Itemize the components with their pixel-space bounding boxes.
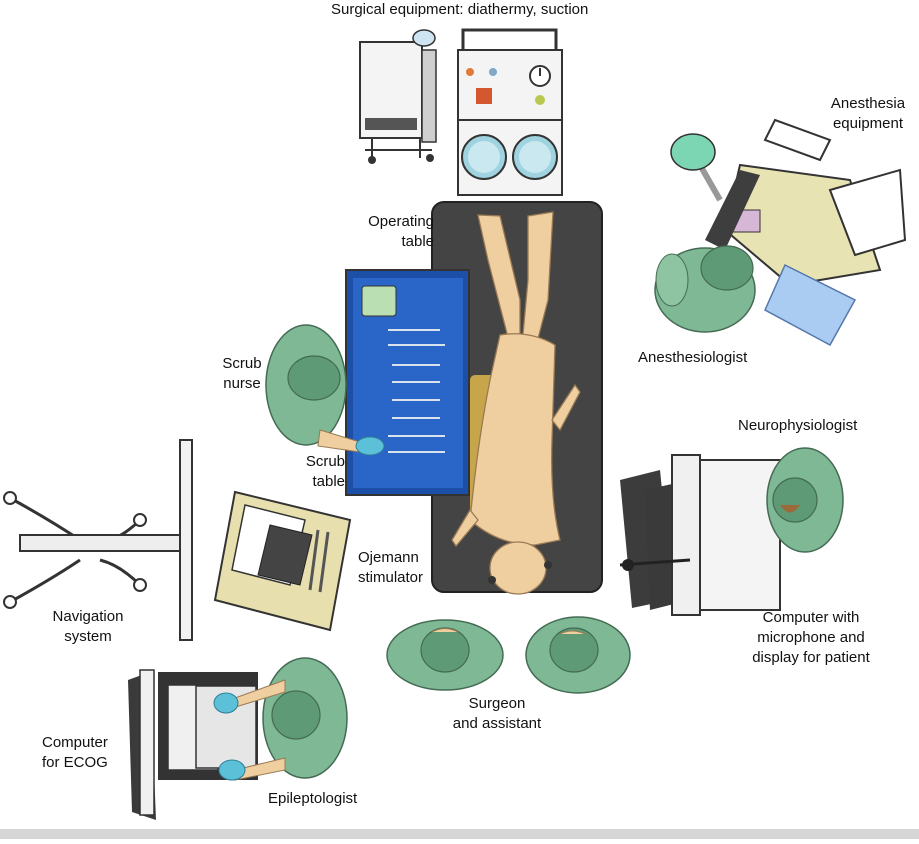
label-anesthesiologist: Anesthesiologist (638, 349, 748, 366)
label-line: table (312, 473, 345, 490)
navigation-system (3, 439, 193, 641)
label-line: display for patient (752, 649, 870, 666)
label-line: Scrub (222, 355, 262, 372)
label-line: Operating (368, 213, 434, 230)
label-anesthesia-equipment: Anesthesia equipment (819, 94, 917, 134)
label-epileptologist: Epileptologist (268, 790, 358, 807)
label-scrub-nurse: Scrub nurse (212, 354, 272, 394)
label-line: nurse (223, 375, 261, 392)
label-computer-patient: Computer with microphone and display for… (736, 608, 886, 668)
label-line: Surgeon (468, 695, 526, 712)
label-line: system (64, 628, 112, 645)
label-neurophysiologist: Neurophysiologist (738, 417, 858, 434)
anesthesiologist-figure (654, 245, 756, 333)
label-line: stimulator (358, 569, 424, 586)
label-ojemann-stimulator: Ojemann stimulator (358, 548, 423, 588)
label-line: Computer with (762, 609, 860, 626)
label-scrub-table: Scrub table (280, 452, 345, 492)
label-line: and assistant (452, 715, 542, 732)
label-line: for ECOG (42, 754, 108, 771)
label-line: Ojemann (358, 549, 419, 566)
bottom-bar (0, 829, 919, 839)
label-line: Navigation (52, 608, 124, 625)
label-surgeon-assistant: Surgeon and assistant (437, 694, 557, 734)
label-line: table (401, 233, 434, 250)
ojemann-stimulator (213, 490, 352, 632)
neurophysiologist-figure (766, 447, 844, 553)
label-line: equipment (832, 115, 904, 132)
assistant-figure (525, 616, 631, 694)
diathermy-cart (359, 29, 437, 164)
label-line: Scrub (305, 453, 345, 470)
label-operating-table: Operating table (340, 212, 434, 252)
suction-machine (457, 28, 563, 196)
surgeon-figure (386, 619, 504, 691)
label-line: microphone and (757, 629, 865, 646)
epileptologist-figure (213, 657, 348, 781)
scrub-nurse-figure (265, 324, 385, 456)
patient-figure (451, 211, 581, 595)
ecog-computer (128, 669, 258, 820)
anesthesia-machine (670, 118, 907, 347)
label-surgical-equipment: Surgical equipment: diathermy, suction (331, 1, 589, 18)
label-line: Computer (42, 734, 108, 751)
scrub-table (345, 269, 470, 496)
label-line: Anesthesia (830, 95, 906, 112)
label-computer-ecog: Computer for ECOG (42, 733, 108, 773)
patient-display-computer (619, 454, 781, 616)
label-navigation-system: Navigation system (40, 607, 136, 647)
